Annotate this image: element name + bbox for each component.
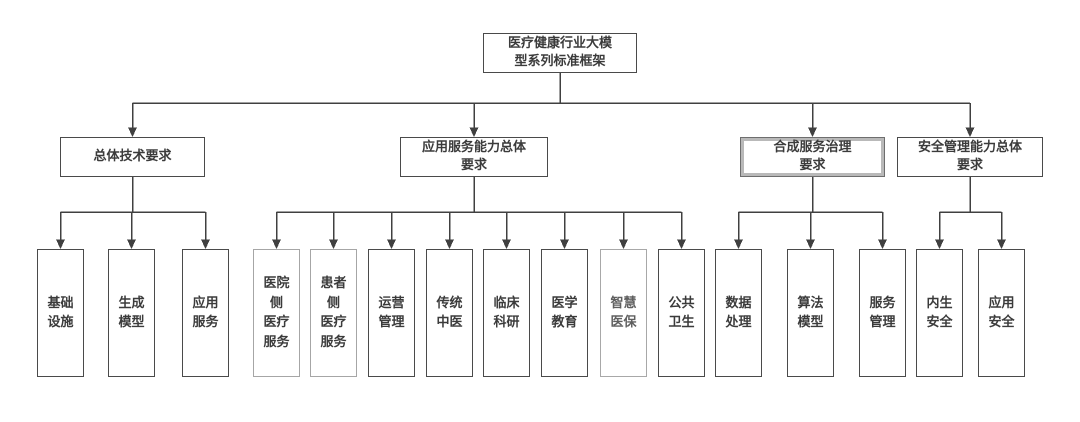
leaf-node-2-2: 患者 侧 医疗 服务 bbox=[310, 249, 357, 377]
branch-node-3: 合成服务治理 要求 bbox=[740, 137, 885, 177]
arrowhead-icon bbox=[128, 127, 137, 137]
arrowhead-icon bbox=[469, 127, 479, 137]
arrowhead-icon bbox=[560, 239, 569, 249]
leaf-node-4-1: 内生 安全 bbox=[916, 249, 963, 377]
branch-node-2: 应用服务能力总体 要求 bbox=[400, 137, 548, 177]
leaf-node-2-8: 公共 卫生 bbox=[658, 249, 705, 377]
leaf-node-2-4: 传统 中医 bbox=[426, 249, 473, 377]
arrowhead-icon bbox=[272, 239, 281, 249]
leaf-node-1-3: 应用 服务 bbox=[182, 249, 229, 377]
arrowhead-icon bbox=[445, 239, 454, 249]
arrowhead-icon bbox=[878, 239, 887, 249]
leaf-node-3-2: 算法 模型 bbox=[787, 249, 834, 377]
arrowhead-icon bbox=[677, 239, 686, 249]
leaf-node-4-2: 应用 安全 bbox=[978, 249, 1025, 377]
leaf-node-2-7: 智慧 医保 bbox=[600, 249, 647, 377]
arrowhead-icon bbox=[806, 239, 815, 249]
arrowhead-icon bbox=[56, 239, 65, 249]
arrowhead-icon bbox=[808, 127, 817, 137]
arrowhead-icon bbox=[387, 239, 396, 249]
leaf-node-1-2: 生成 模型 bbox=[108, 249, 155, 377]
branch-node-1: 总体技术要求 bbox=[60, 137, 205, 177]
arrowhead-icon bbox=[997, 239, 1006, 249]
arrowhead-icon bbox=[935, 239, 944, 249]
leaf-node-2-1: 医院 侧 医疗 服务 bbox=[253, 249, 300, 377]
leaf-node-2-3: 运营 管理 bbox=[368, 249, 415, 377]
leaf-node-3-1: 数据 处理 bbox=[715, 249, 762, 377]
arrowhead-icon bbox=[965, 127, 975, 137]
arrowhead-icon bbox=[502, 239, 511, 249]
root-node: 医疗健康行业大模 型系列标准框架 bbox=[483, 33, 637, 73]
leaf-node-2-5: 临床 科研 bbox=[483, 249, 530, 377]
leaf-node-3-3: 服务 管理 bbox=[859, 249, 906, 377]
arrowhead-icon bbox=[201, 239, 210, 249]
leaf-node-2-6: 医学 教育 bbox=[541, 249, 588, 377]
arrowhead-icon bbox=[329, 239, 338, 249]
branch-node-4: 安全管理能力总体 要求 bbox=[897, 137, 1043, 177]
arrowhead-icon bbox=[619, 239, 628, 249]
leaf-node-1-1: 基础 设施 bbox=[37, 249, 84, 377]
arrowhead-icon bbox=[734, 239, 743, 249]
arrowhead-icon bbox=[127, 239, 136, 249]
